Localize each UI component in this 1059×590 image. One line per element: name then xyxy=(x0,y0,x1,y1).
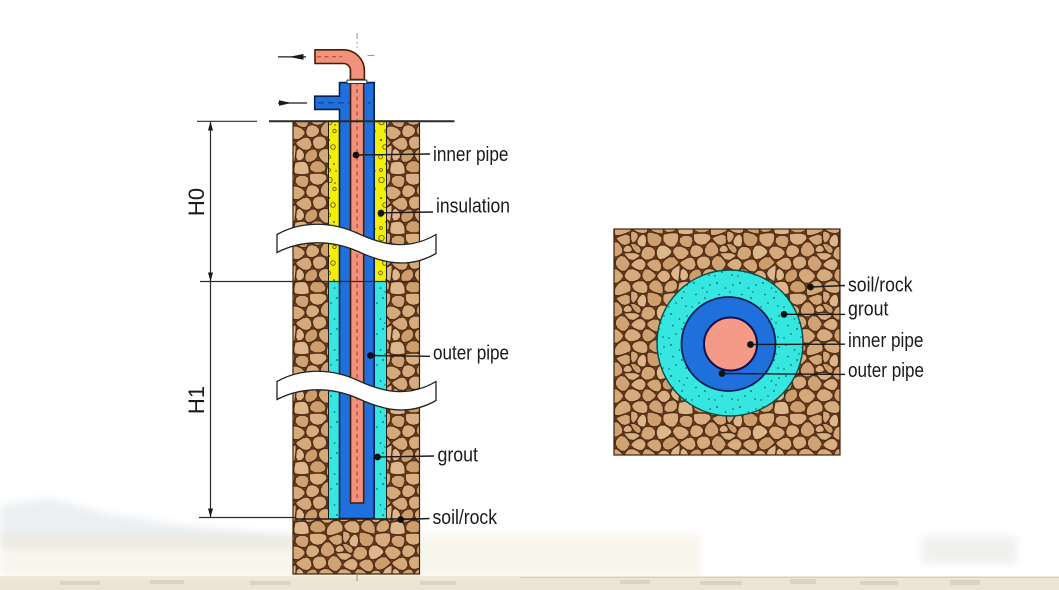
svg-text:insulation: insulation xyxy=(436,195,510,218)
svg-text:soil/rock: soil/rock xyxy=(433,506,498,529)
svg-text:outer pipe: outer pipe xyxy=(848,359,924,382)
svg-text:grout: grout xyxy=(848,297,889,320)
svg-text:grout: grout xyxy=(438,444,479,467)
svg-text:H0: H0 xyxy=(184,188,209,216)
svg-text:inner pipe: inner pipe xyxy=(433,143,509,166)
svg-text:inner pipe: inner pipe xyxy=(848,329,924,352)
svg-text:H1: H1 xyxy=(184,386,209,414)
svg-text:outer pipe: outer pipe xyxy=(433,342,509,365)
svg-text:soil/rock: soil/rock xyxy=(848,274,913,297)
